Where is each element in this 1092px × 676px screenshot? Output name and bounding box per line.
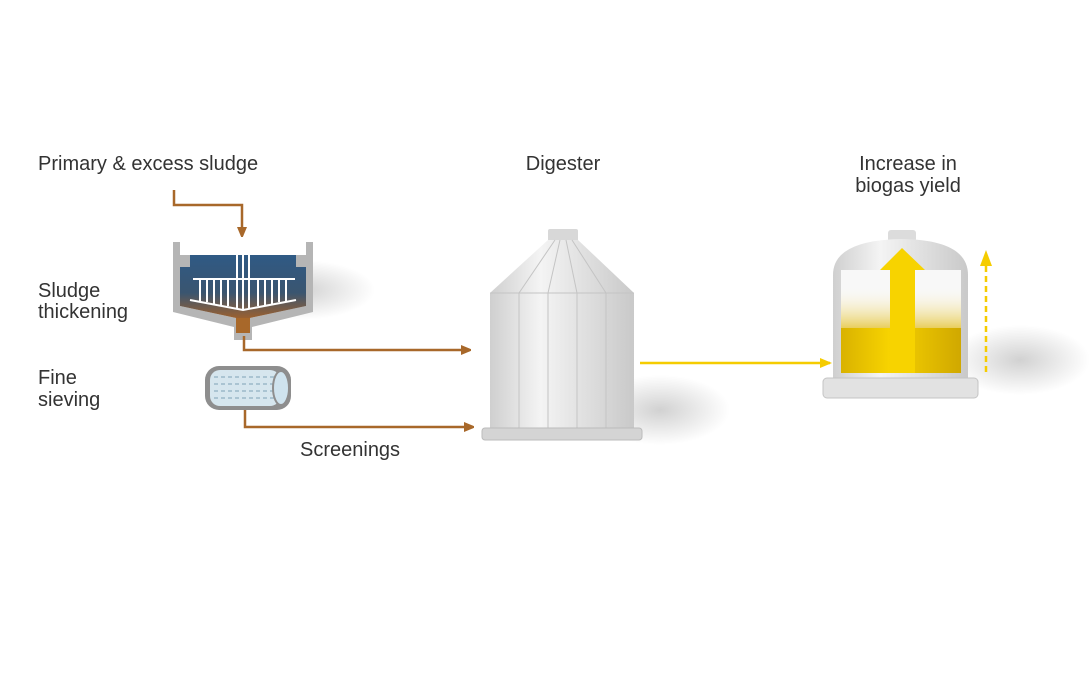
label-primary-sludge: Primary & excess sludge — [38, 153, 258, 175]
label-screenings: Screenings — [300, 439, 400, 461]
label-sludge-thickening-line1: Sludge — [38, 280, 100, 302]
biogas-tank-shadow — [950, 325, 1090, 395]
label-biogas-line2: biogas yield — [855, 175, 961, 197]
label-digester: Digester — [526, 153, 601, 175]
screenings-arrow — [243, 410, 473, 427]
biogas-increase-arrow — [880, 248, 925, 373]
sludge-inflow-arrow — [172, 190, 242, 236]
label-biogas-line1: Increase in — [859, 153, 957, 175]
label-fine-sieving-line2: sieving — [38, 389, 100, 411]
dashed-arrow-head-icon — [980, 250, 992, 266]
fine-sieve-icon — [205, 366, 291, 410]
sludge-thickener-icon — [173, 242, 313, 340]
thickened-sludge-arrow — [242, 336, 470, 350]
label-sludge-thickening-line2: thickening — [38, 301, 128, 323]
label-fine-sieving-line1: Fine — [38, 367, 77, 389]
digester-tank-icon — [481, 229, 643, 441]
